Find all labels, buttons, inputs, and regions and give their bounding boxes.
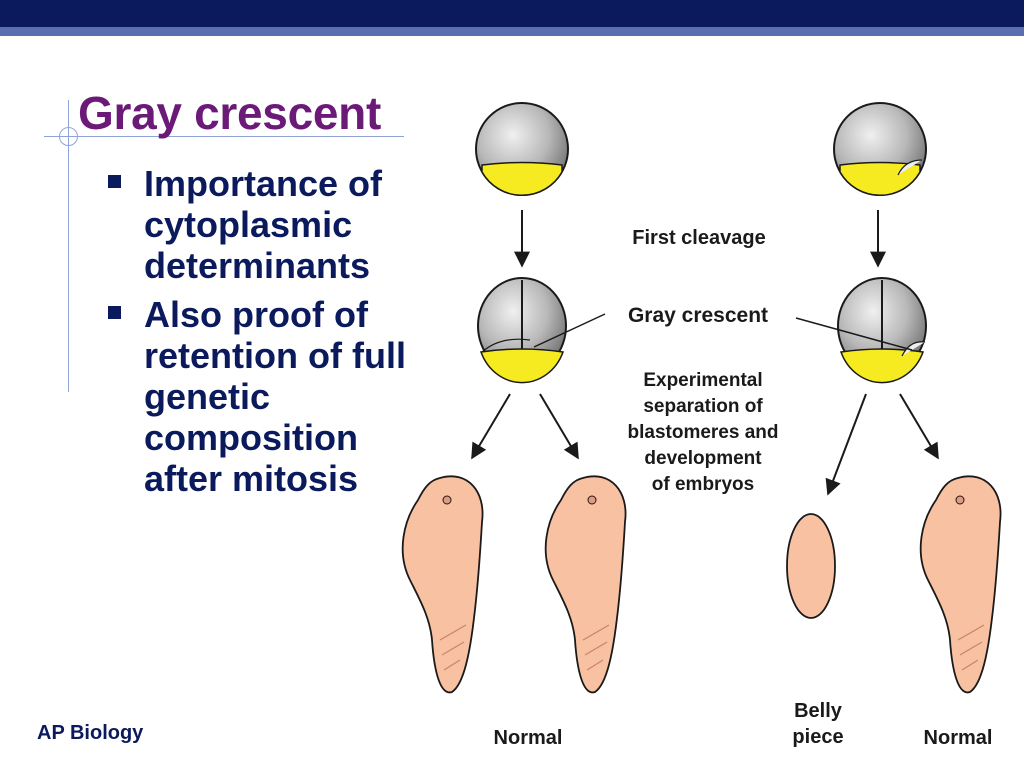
label-first-cleavage: First cleavage: [632, 227, 765, 249]
arrow-icon: [899, 393, 939, 460]
label-experimental-line: separation of: [643, 396, 763, 417]
label-experimental-line: of embryos: [652, 474, 754, 495]
slide-title: Gray crescent: [78, 87, 381, 139]
label-experimental-line: Experimental: [643, 370, 762, 391]
bullet-text: Importance of cytoplasmic determinants: [144, 163, 383, 286]
label-gray-crescent: Gray crescent: [628, 304, 768, 327]
arrow-icon: [539, 393, 579, 460]
normal-embryo-right: [919, 475, 1002, 694]
label-experimental-line: development: [644, 448, 762, 469]
decor-crosshair-circle: [59, 127, 78, 146]
two-cell-embryo-right: [837, 277, 927, 384]
normal-embryo-left: [401, 475, 484, 694]
pointer-line: [533, 313, 606, 348]
label-belly-piece-line: Belly: [794, 700, 843, 722]
label-normal-right: Normal: [924, 727, 993, 749]
footer-course-label: AP Biology: [37, 722, 144, 744]
decor-vertical-line: [68, 100, 69, 392]
pointer-line: [795, 317, 913, 351]
top-banner: [0, 0, 1024, 27]
arrow-icon: [825, 393, 867, 496]
zygote-egg-right: [833, 102, 927, 197]
decor-horizontal-line: [44, 136, 404, 137]
normal-embryo-middle: [544, 475, 627, 694]
top-banner-stripe: [0, 27, 1024, 36]
square-bullet-icon: [108, 175, 121, 188]
bullet-list: Importance of cytoplasmic determinants A…: [106, 163, 436, 507]
arrow-icon: [471, 393, 511, 460]
zygote-egg-left: [475, 102, 569, 197]
square-bullet-icon: [108, 306, 121, 319]
two-cell-embryo-left: [477, 277, 567, 384]
bullet-item: Also proof of retention of full genetic …: [106, 294, 436, 499]
label-normal-left: Normal: [494, 727, 563, 749]
label-experimental-line: blastomeres and: [628, 422, 779, 443]
bullet-text: Also proof of retention of full genetic …: [144, 294, 406, 499]
bullet-item: Importance of cytoplasmic determinants: [106, 163, 436, 286]
belly-piece: [786, 513, 836, 619]
label-belly-piece-line: piece: [792, 726, 843, 748]
